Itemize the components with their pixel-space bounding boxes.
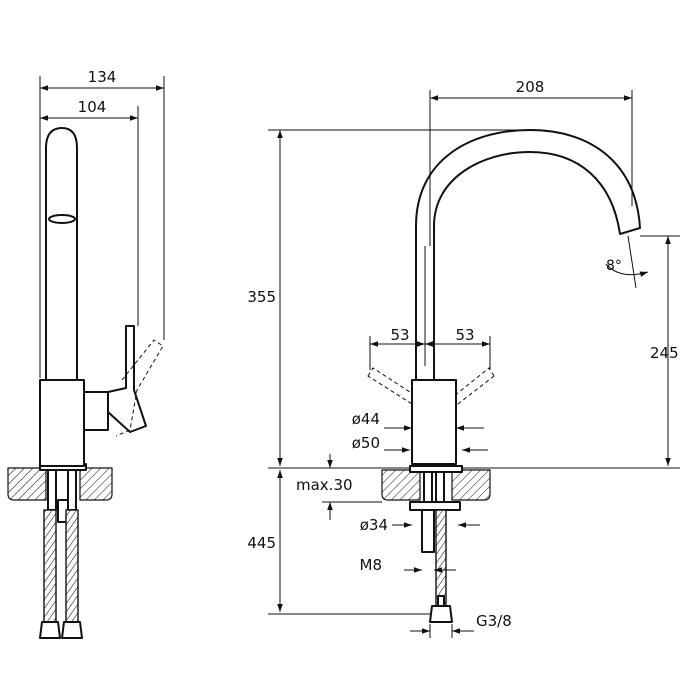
body-front xyxy=(411,379,457,465)
handle-side xyxy=(107,325,147,433)
dim-overall-width: 134 xyxy=(88,68,117,86)
dim-spout-width: 104 xyxy=(78,98,107,116)
dim-handle-left: 53 xyxy=(390,326,409,344)
dim-total-height: 355 xyxy=(247,288,276,306)
mounting-stud xyxy=(421,509,435,553)
spout-side xyxy=(45,127,78,381)
hose-left-1 xyxy=(43,509,57,623)
dim-thread: M8 xyxy=(360,556,383,574)
dim-body-diameter: ø44 xyxy=(352,410,380,428)
handle-front xyxy=(367,367,417,405)
aerator-side xyxy=(48,214,76,224)
counter-section-left xyxy=(7,463,113,501)
front-view: 208 355 245 8° 53 53 ø44 ø50 xyxy=(247,78,680,638)
dim-connection: G3/8 xyxy=(476,612,512,630)
dim-spout-height: 245 xyxy=(650,344,679,362)
side-view: 134 104 xyxy=(7,68,165,639)
dim-shank-diameter: ø34 xyxy=(360,516,388,534)
dim-base-diameter: ø50 xyxy=(352,434,380,452)
dim-spout-reach: 208 xyxy=(516,78,545,96)
dim-below-counter: 445 xyxy=(247,534,276,552)
dim-angle: 8° xyxy=(606,258,622,274)
dim-handle-right: 53 xyxy=(455,326,474,344)
hose-left-2 xyxy=(65,509,79,623)
body-side xyxy=(39,379,85,467)
dim-max-thickness: max.30 xyxy=(296,476,353,494)
spout-front xyxy=(415,129,641,381)
counter-section-right xyxy=(381,465,491,501)
handle-alt-position xyxy=(115,339,164,437)
